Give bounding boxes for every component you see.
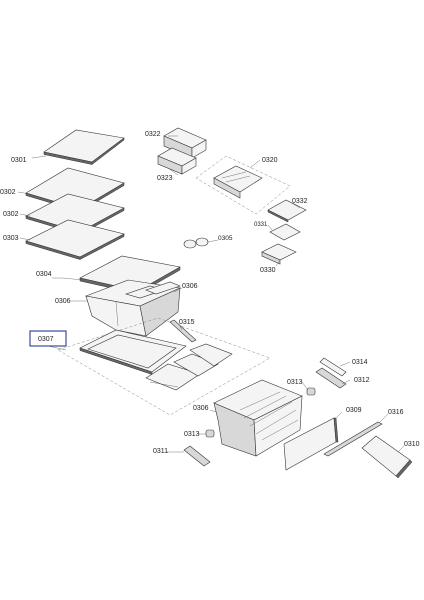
- label-0302-lower: 0302: [3, 211, 19, 218]
- shelf-0303[interactable]: [25, 219, 125, 260]
- label-0323: 0323: [157, 175, 173, 182]
- label-0316: 0316: [388, 409, 404, 416]
- shelf-0302-lower[interactable]: [25, 193, 125, 235]
- area-0320-dashed: [195, 155, 291, 215]
- rail-0314[interactable]: [319, 357, 347, 377]
- crisper-drawer-upper[interactable]: [84, 279, 182, 337]
- label-0331: 0331: [254, 222, 268, 228]
- label-0332: 0332: [292, 198, 308, 205]
- label-0320: 0320: [262, 157, 278, 164]
- rail-0311[interactable]: [183, 445, 211, 467]
- box-0330[interactable]: [261, 243, 297, 265]
- drawer-0308[interactable]: [213, 379, 303, 457]
- label-0302-upper: 0302: [0, 189, 16, 196]
- part-0323[interactable]: [157, 147, 197, 175]
- tray-frame-0307[interactable]: [79, 329, 187, 375]
- tray-0332[interactable]: [267, 199, 307, 223]
- cover-plates[interactable]: [145, 343, 233, 391]
- glass-0331[interactable]: [269, 223, 301, 241]
- part-0322[interactable]: [163, 127, 207, 159]
- label-0306-left: 0306: [55, 298, 71, 305]
- label-0307: 0307: [38, 336, 54, 343]
- label-0305: 0305: [218, 235, 233, 242]
- label-0313-lower: 0313: [184, 431, 200, 438]
- label-0306-lower: 0306: [193, 405, 209, 412]
- label-0312: 0312: [354, 377, 370, 384]
- label-0314: 0314: [352, 359, 368, 366]
- label-0303: 0303: [3, 235, 19, 242]
- label-0309: 0309: [346, 407, 362, 414]
- label-0311: 0311: [153, 448, 168, 455]
- label-0313-upper: 0313: [287, 379, 303, 386]
- module-0320[interactable]: [213, 165, 263, 199]
- label-0304: 0304: [36, 271, 52, 278]
- label-0322: 0322: [145, 131, 161, 138]
- label-0306-right: 0306: [182, 283, 198, 290]
- label-0301: 0301: [11, 157, 27, 164]
- shelf-0301[interactable]: [43, 129, 125, 166]
- part-0305[interactable]: [183, 237, 209, 249]
- rail-0312[interactable]: [315, 367, 347, 389]
- hinge-0313-lower[interactable]: [205, 429, 215, 438]
- label-0310: 0310: [404, 441, 420, 448]
- area-0307-dashed: [57, 317, 271, 416]
- rail-0315[interactable]: [169, 319, 197, 343]
- leader-lines: [17, 135, 405, 453]
- hinge-0313-upper[interactable]: [306, 387, 316, 396]
- panel-0310[interactable]: [361, 435, 413, 479]
- label-0330: 0330: [260, 267, 276, 274]
- front-panel-0309[interactable]: [283, 417, 339, 471]
- strip-0316[interactable]: [323, 421, 383, 457]
- label-0315: 0315: [179, 319, 195, 326]
